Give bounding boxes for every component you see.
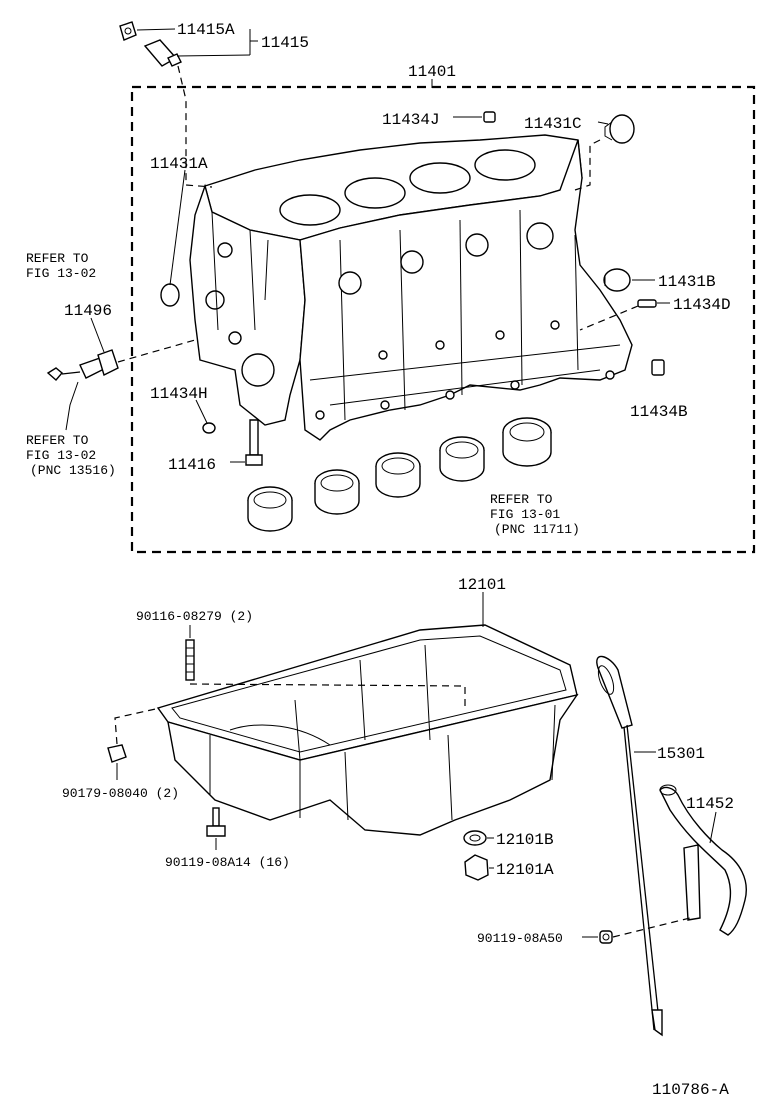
part-11416: [245, 419, 263, 466]
part-90119-08A14: [206, 807, 226, 837]
part-11415: [143, 39, 182, 67]
label-90116: 90116-08279 (2): [136, 609, 253, 624]
part-11431B: [603, 268, 631, 292]
part-90179: [107, 744, 127, 763]
label-90119-08A14: 90119-08A14 (16): [165, 855, 290, 870]
part-90119-08A50: [599, 930, 613, 944]
label-11431A: 11431A: [150, 155, 208, 173]
ref1-line2: FIG 13-02: [26, 266, 96, 281]
part-11452-guide: [659, 784, 747, 936]
label-11415: 11415: [261, 34, 309, 52]
ref2-line2: FIG 13-02: [26, 448, 96, 463]
part-15301-dipstick: [596, 655, 663, 1037]
part-11431C: [604, 114, 635, 144]
label-11401: 11401: [408, 63, 456, 81]
label-11434J: 11434J: [382, 111, 440, 129]
label-11415A: 11415A: [177, 21, 235, 39]
cylinder-block: [189, 134, 633, 441]
oil-pan-12101: [156, 624, 579, 836]
block-group-box: [130, 85, 756, 554]
label-90179: 90179-08040 (2): [62, 786, 179, 801]
part-11415A: [119, 21, 137, 41]
ref2-line1: REFER TO: [26, 433, 89, 448]
part-11431A: [160, 283, 180, 307]
diagram-id: 110786-A: [652, 1081, 729, 1099]
label-11431C: 11431C: [524, 115, 582, 133]
part-11434J: [483, 111, 496, 123]
label-12101A: 12101A: [496, 861, 554, 879]
part-12101B: [463, 830, 487, 846]
ref3-line2: FIG 13-01: [490, 507, 560, 522]
label-15301: 15301: [657, 745, 705, 763]
part-12101A: [464, 854, 489, 881]
label-11434H: 11434H: [150, 385, 208, 403]
label-11434D: 11434D: [673, 296, 731, 314]
part-11496: [46, 349, 119, 381]
part-11434D: [637, 299, 657, 308]
part-11434H: [202, 422, 216, 434]
label-12101B: 12101B: [496, 831, 554, 849]
label-11431B: 11431B: [658, 273, 716, 291]
label-11434B: 11434B: [630, 403, 688, 421]
part-90116: [185, 639, 195, 681]
main-bearings: [247, 417, 552, 532]
label-12101: 12101: [458, 576, 506, 594]
ref2-line3: (PNC 13516): [30, 463, 116, 478]
ref3-line1: REFER TO: [490, 492, 553, 507]
label-11452: 11452: [686, 795, 734, 813]
label-11416: 11416: [168, 456, 216, 474]
label-11496: 11496: [64, 302, 112, 320]
label-90119-08A50: 90119-08A50: [477, 931, 563, 946]
ref1-line1: REFER TO: [26, 251, 89, 266]
ref3-line3: (PNC 11711): [494, 522, 580, 537]
part-11434B: [651, 359, 665, 376]
